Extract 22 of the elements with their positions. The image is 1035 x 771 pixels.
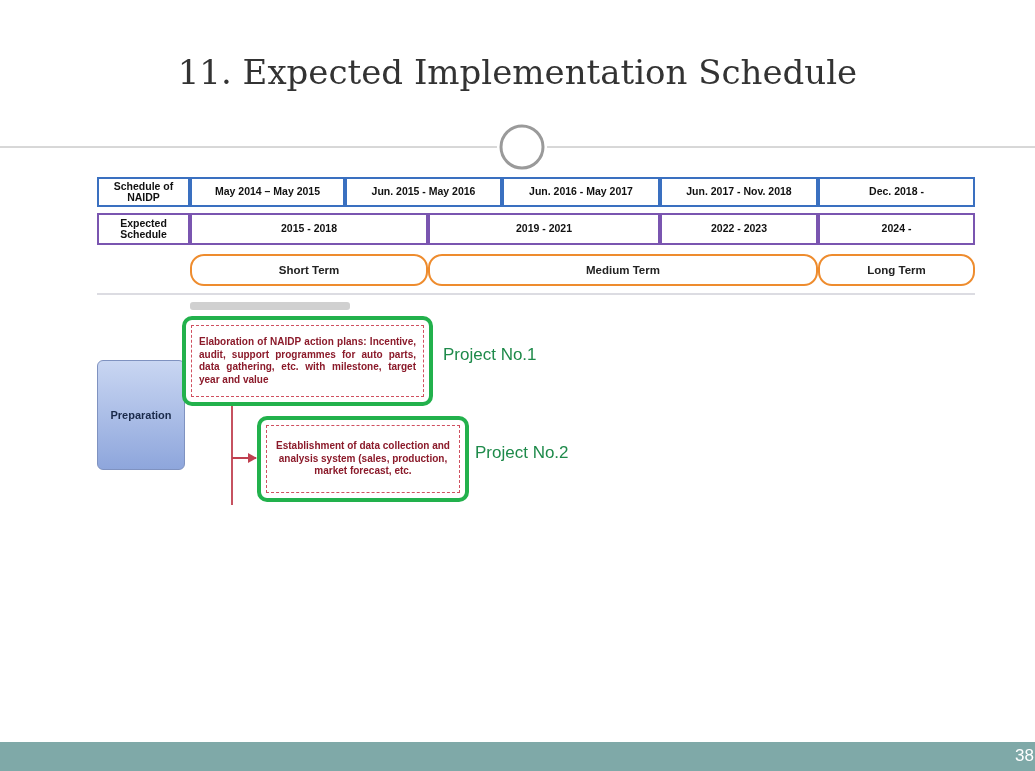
table-cell: Expected Schedule	[97, 213, 190, 245]
term-band: Long Term	[818, 254, 975, 286]
project-caption: Project No.2	[475, 443, 569, 463]
table-cell: Jun. 2015 - May 2016	[345, 177, 502, 207]
table-cell: Jun. 2016 - May 2017	[502, 177, 660, 207]
project-caption: Project No.1	[443, 345, 537, 365]
page-number: 38	[1015, 746, 1034, 766]
table-cell: Dec. 2018 -	[818, 177, 975, 207]
project-box: Establishment of data collection and analysis system (sales, production, market forecast, etc.	[257, 416, 469, 502]
phase-box: Preparation	[97, 360, 185, 470]
table-cell: Schedule of NAIDP	[97, 177, 190, 207]
slide-title: 11. Expected Implementation Schedule	[177, 52, 858, 92]
table-cell: May 2014 – May 2015	[190, 177, 345, 207]
term-band: Medium Term	[428, 254, 818, 286]
table-cell: 2024 -	[818, 213, 975, 245]
table-cell: Jun. 2017 - Nov. 2018	[660, 177, 818, 207]
project-box: Elaboration of NAIDP action plans: Incentive, audit, support programmes for auto parts, data gathering, etc. with milestone, target year and value	[182, 316, 433, 406]
table-cell: 2019 - 2021	[428, 213, 660, 245]
term-band: Short Term	[190, 254, 428, 286]
table-cell: 2015 - 2018	[190, 213, 428, 245]
arrow	[231, 405, 257, 506]
table-cell: 2022 - 2023	[660, 213, 818, 245]
